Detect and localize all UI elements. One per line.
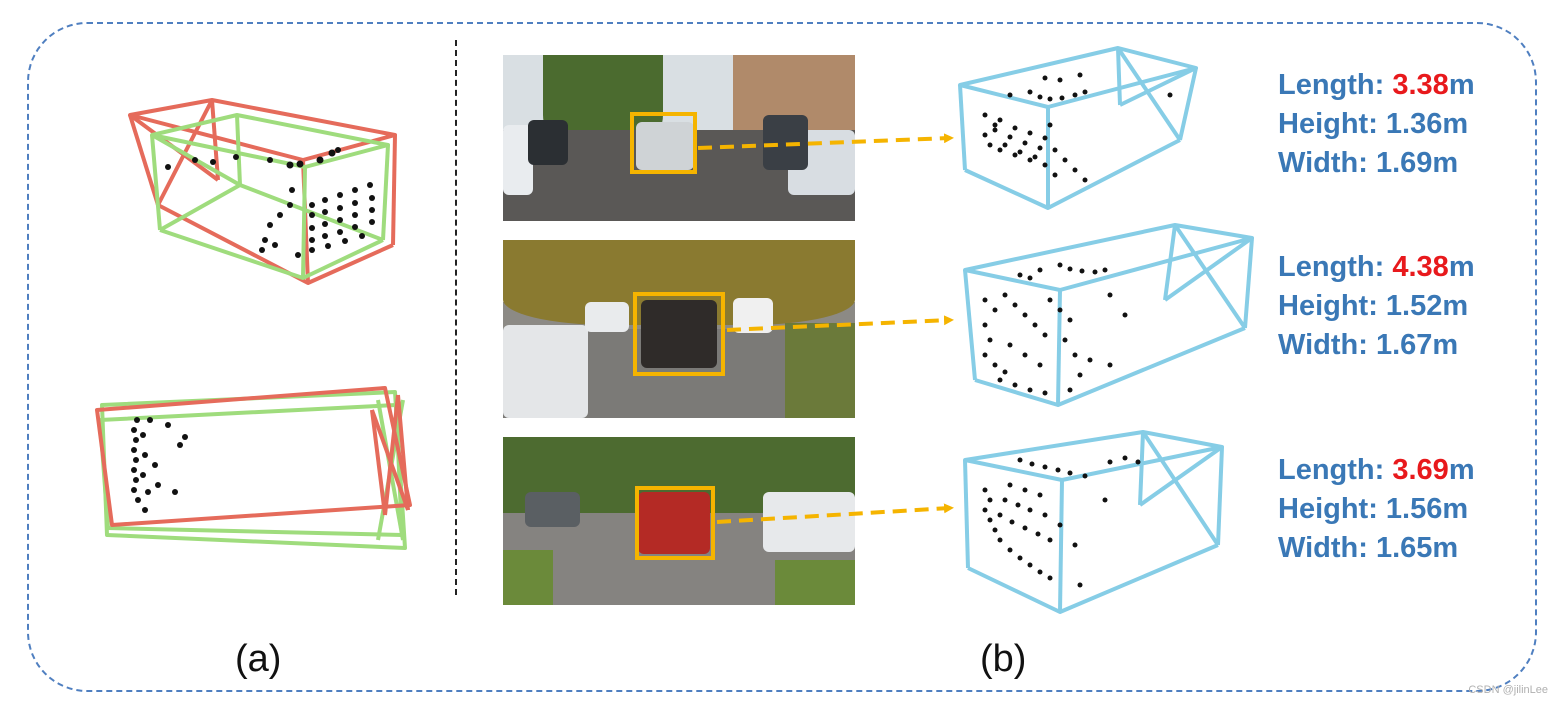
height-line: Height: 1.56m xyxy=(1278,493,1469,525)
target-box-2 xyxy=(633,292,725,376)
length-unit: m xyxy=(1448,454,1475,486)
estimated-box-2 xyxy=(963,223,1254,407)
length-line: Length: 3.69m xyxy=(1278,451,1475,490)
red-box-bottom xyxy=(95,386,412,527)
panel-b-label: (b) xyxy=(980,638,1027,680)
green-box-top xyxy=(150,113,390,280)
dimensions-block-3: Length: 3.69m Height: 1.56m Width: 1.65m xyxy=(1278,451,1475,568)
height-line: Height: 1.36m xyxy=(1278,108,1469,140)
arrow-1 xyxy=(697,133,954,150)
height-line: Height: 1.52m xyxy=(1278,290,1469,322)
street-photo-3 xyxy=(503,437,855,605)
panel-a-label: (a) xyxy=(235,638,282,680)
target-box-1 xyxy=(630,112,697,174)
length-line: Length: 3.38m xyxy=(1278,66,1475,105)
dimensions-block-2: Length: 4.38m Height: 1.52m Width: 1.67m xyxy=(1278,248,1475,365)
estimated-box-3 xyxy=(963,430,1224,614)
length-unit: m xyxy=(1448,251,1475,283)
arrow-3 xyxy=(716,503,954,524)
length-label: Length: xyxy=(1278,69,1393,101)
width-line: Width: 1.67m xyxy=(1278,329,1459,361)
lidar-points-b xyxy=(982,72,1173,588)
length-value: 4.38 xyxy=(1392,251,1449,283)
dashed-figure-frame xyxy=(27,22,1537,692)
length-unit: m xyxy=(1448,69,1475,101)
arrow-2 xyxy=(726,315,954,332)
lidar-points-a xyxy=(131,147,375,513)
length-label: Length: xyxy=(1278,251,1393,283)
panel-divider xyxy=(455,40,457,595)
width-line: Width: 1.65m xyxy=(1278,532,1459,564)
street-photo-1 xyxy=(503,55,855,221)
target-box-3 xyxy=(635,486,715,560)
dimensions-block-1: Length: 3.38m Height: 1.36m Width: 1.69m xyxy=(1278,66,1475,183)
red-box-top xyxy=(128,98,397,285)
length-label: Length: xyxy=(1278,454,1393,486)
width-line: Width: 1.69m xyxy=(1278,147,1459,179)
length-value: 3.38 xyxy=(1392,69,1449,101)
watermark: CSDN @jilinLee xyxy=(1468,684,1548,696)
length-line: Length: 4.38m xyxy=(1278,248,1475,287)
length-value: 3.69 xyxy=(1392,454,1449,486)
street-photo-2 xyxy=(503,240,855,418)
